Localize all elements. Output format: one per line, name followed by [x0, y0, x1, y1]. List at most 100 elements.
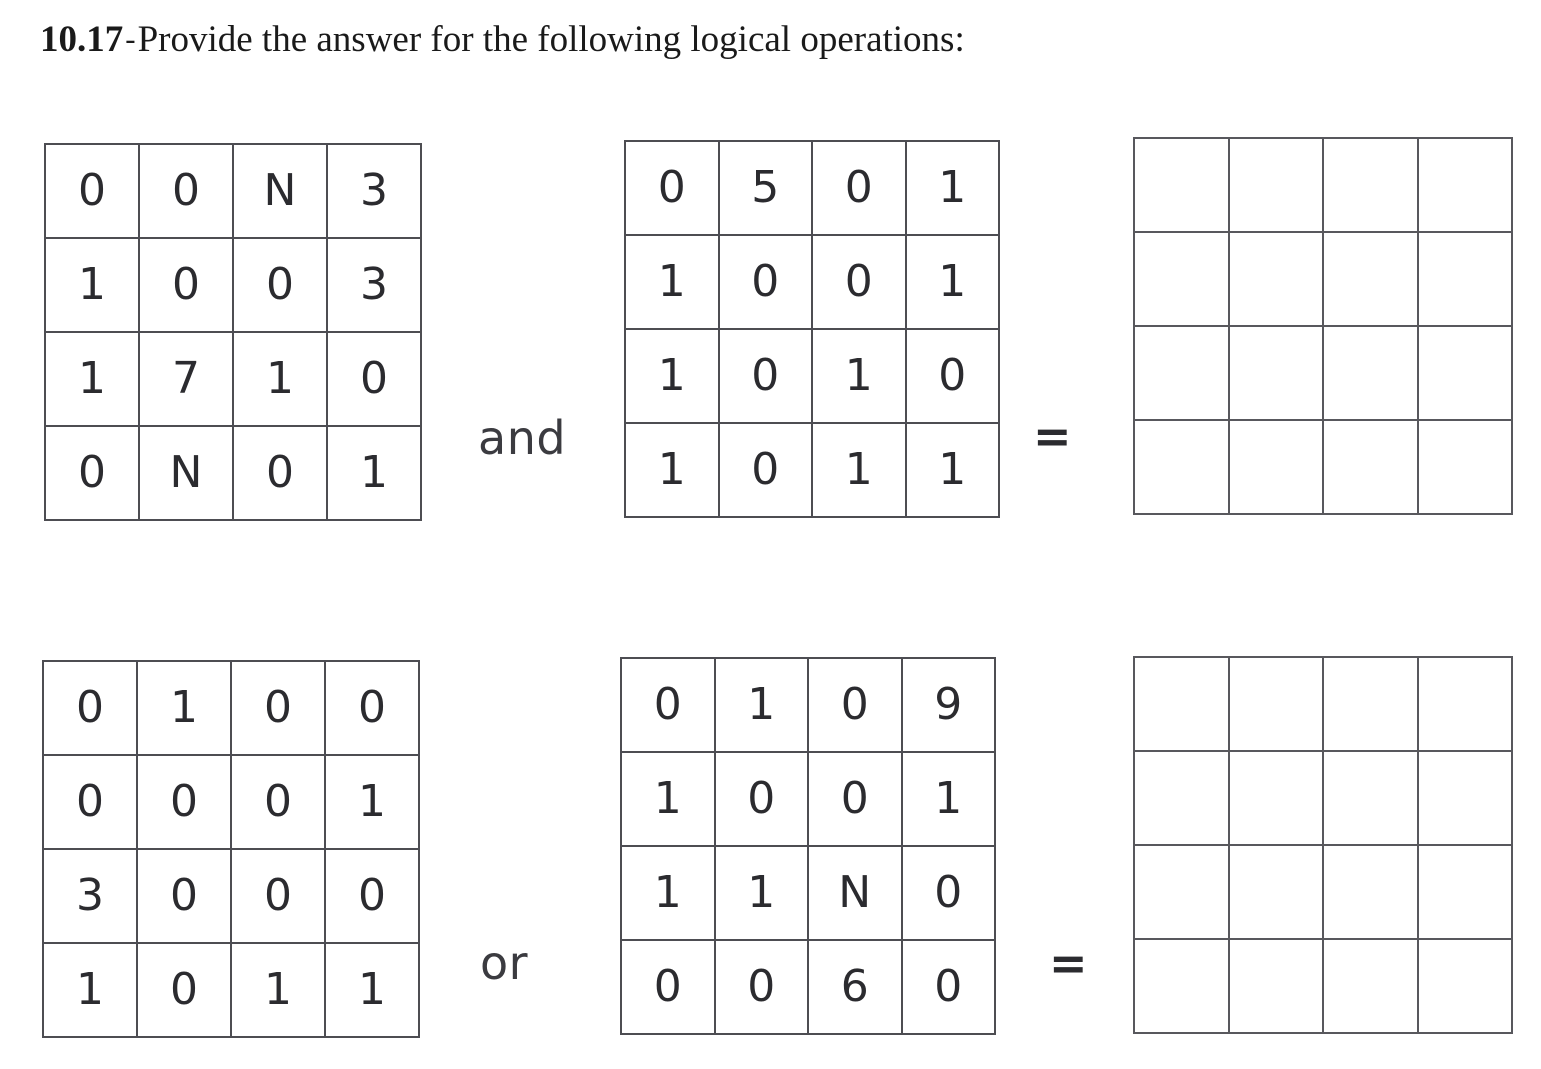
result-or-cell-3-0[interactable] — [1133, 938, 1230, 1034]
result-and-cell-2-2[interactable] — [1322, 325, 1419, 421]
operation-or-row: 0 1 0 0 0 0 0 1 3 0 0 0 1 0 1 1 — [0, 642, 1541, 1042]
result-or-cell-2-1[interactable] — [1227, 844, 1324, 940]
result-and-cell-1-0[interactable] — [1133, 231, 1230, 327]
result-or-cell-1-2[interactable] — [1322, 750, 1419, 846]
table-row: 1 0 0 3 — [44, 237, 422, 333]
result-or-cell-1-3[interactable] — [1416, 750, 1513, 846]
table-row: 1 0 1 1 — [624, 422, 1000, 518]
matrix-a-cell-1-3: 3 — [326, 237, 422, 333]
matrix-d-cell-2-3: 0 — [900, 845, 996, 941]
matrix-b-cell-3-1: 0 — [717, 422, 813, 518]
matrix-c-cell-0-3: 0 — [324, 660, 420, 756]
table-row — [1133, 656, 1513, 752]
matrix-c-cell-1-2: 0 — [230, 754, 326, 850]
operation-and-row: 0 0 N 3 1 0 0 3 1 7 1 0 0 N 0 1 — [0, 125, 1541, 525]
result-or-cell-0-2[interactable] — [1322, 656, 1419, 752]
table-row: 0 1 0 9 — [620, 657, 996, 753]
result-or-cell-1-1[interactable] — [1227, 750, 1324, 846]
matrix-c-cell-3-2: 1 — [230, 942, 326, 1038]
matrix-b-cell-2-2: 1 — [811, 328, 907, 424]
operator-and: and — [478, 411, 567, 465]
matrix-c-cell-2-3: 0 — [324, 848, 420, 944]
matrix-d-cell-3-0: 0 — [620, 939, 716, 1035]
table-row — [1133, 750, 1513, 846]
matrix-d-cell-2-2: N — [807, 845, 903, 941]
matrix-d: 0 1 0 9 1 0 0 1 1 1 N 0 0 0 6 0 — [620, 657, 996, 1035]
table-row — [1133, 325, 1513, 421]
matrix-a-cell-3-0: 0 — [44, 425, 140, 521]
matrix-c-cell-1-1: 0 — [136, 754, 232, 850]
matrix-c-cell-1-3: 1 — [324, 754, 420, 850]
matrix-d-cell-0-2: 0 — [807, 657, 903, 753]
table-row — [1133, 419, 1513, 515]
operator-or: or — [480, 936, 529, 990]
matrix-a-cell-0-1: 0 — [138, 143, 234, 239]
result-and-cell-1-3[interactable] — [1416, 231, 1513, 327]
matrix-a-cell-0-0: 0 — [44, 143, 140, 239]
matrix-a-cell-2-2: 1 — [232, 331, 328, 427]
matrix-c-cell-0-2: 0 — [230, 660, 326, 756]
matrix-c-cell-3-0: 1 — [42, 942, 138, 1038]
matrix-b-cell-2-0: 1 — [624, 328, 720, 424]
matrix-a-cell-2-1: 7 — [138, 331, 234, 427]
result-and-cell-1-2[interactable] — [1322, 231, 1419, 327]
equals-sign-or: = — [1049, 936, 1088, 990]
table-row: 1 0 0 1 — [620, 751, 996, 847]
result-and-cell-3-0[interactable] — [1133, 419, 1230, 515]
matrix-d-cell-3-1: 0 — [713, 939, 809, 1035]
table-row: 1 0 0 1 — [624, 234, 1000, 330]
table-row — [1133, 231, 1513, 327]
matrix-c-cell-2-2: 0 — [230, 848, 326, 944]
result-or-cell-2-2[interactable] — [1322, 844, 1419, 940]
result-and-cell-3-1[interactable] — [1227, 419, 1324, 515]
result-or-cell-2-3[interactable] — [1416, 844, 1513, 940]
result-or-cell-3-3[interactable] — [1416, 938, 1513, 1034]
result-and-cell-3-3[interactable] — [1416, 419, 1513, 515]
matrix-d-cell-0-1: 1 — [713, 657, 809, 753]
result-and-cell-2-3[interactable] — [1416, 325, 1513, 421]
matrix-c-cell-3-1: 0 — [136, 942, 232, 1038]
table-row — [1133, 844, 1513, 940]
matrix-d-cell-2-0: 1 — [620, 845, 716, 941]
matrix-c: 0 1 0 0 0 0 0 1 3 0 0 0 1 0 1 1 — [42, 660, 420, 1038]
result-and-cell-0-2[interactable] — [1322, 137, 1419, 233]
matrix-b-cell-3-2: 1 — [811, 422, 907, 518]
result-and-cell-2-1[interactable] — [1227, 325, 1324, 421]
table-row: 0 1 0 0 — [42, 660, 420, 756]
matrix-a-cell-3-3: 1 — [326, 425, 422, 521]
matrix-d-cell-3-2: 6 — [807, 939, 903, 1035]
result-and-cell-2-0[interactable] — [1133, 325, 1230, 421]
result-or-cell-2-0[interactable] — [1133, 844, 1230, 940]
matrix-a-cell-1-0: 1 — [44, 237, 140, 333]
result-or-cell-0-3[interactable] — [1416, 656, 1513, 752]
result-and-cell-3-2[interactable] — [1322, 419, 1419, 515]
result-or-cell-0-1[interactable] — [1227, 656, 1324, 752]
matrix-d-cell-1-1: 0 — [713, 751, 809, 847]
matrix-b-cell-1-3: 1 — [904, 234, 1000, 330]
matrix-b-cell-2-1: 0 — [717, 328, 813, 424]
matrix-a-cell-2-0: 1 — [44, 331, 140, 427]
result-or-cell-3-2[interactable] — [1322, 938, 1419, 1034]
matrix-b-cell-2-3: 0 — [904, 328, 1000, 424]
result-or-cell-3-1[interactable] — [1227, 938, 1324, 1034]
matrix-c-cell-3-3: 1 — [324, 942, 420, 1038]
result-and-cell-0-3[interactable] — [1416, 137, 1513, 233]
table-row: 0 0 N 3 — [44, 143, 422, 239]
result-and-cell-0-0[interactable] — [1133, 137, 1230, 233]
result-and-cell-1-1[interactable] — [1227, 231, 1324, 327]
matrix-result-and — [1133, 137, 1513, 515]
table-row: 0 N 0 1 — [44, 425, 422, 521]
result-or-cell-0-0[interactable] — [1133, 656, 1230, 752]
matrix-c-cell-2-0: 3 — [42, 848, 138, 944]
matrix-a-cell-0-3: 3 — [326, 143, 422, 239]
equals-sign-and: = — [1033, 409, 1072, 463]
table-row — [1133, 938, 1513, 1034]
result-and-cell-0-1[interactable] — [1227, 137, 1324, 233]
matrix-b-cell-1-1: 0 — [717, 234, 813, 330]
matrix-c-cell-1-0: 0 — [42, 754, 138, 850]
matrix-b: 0 5 0 1 1 0 0 1 1 0 1 0 1 0 1 1 — [624, 140, 1000, 518]
matrix-c-cell-2-1: 0 — [136, 848, 232, 944]
matrix-b-cell-3-0: 1 — [624, 422, 720, 518]
result-or-cell-1-0[interactable] — [1133, 750, 1230, 846]
matrix-b-cell-1-0: 1 — [624, 234, 720, 330]
